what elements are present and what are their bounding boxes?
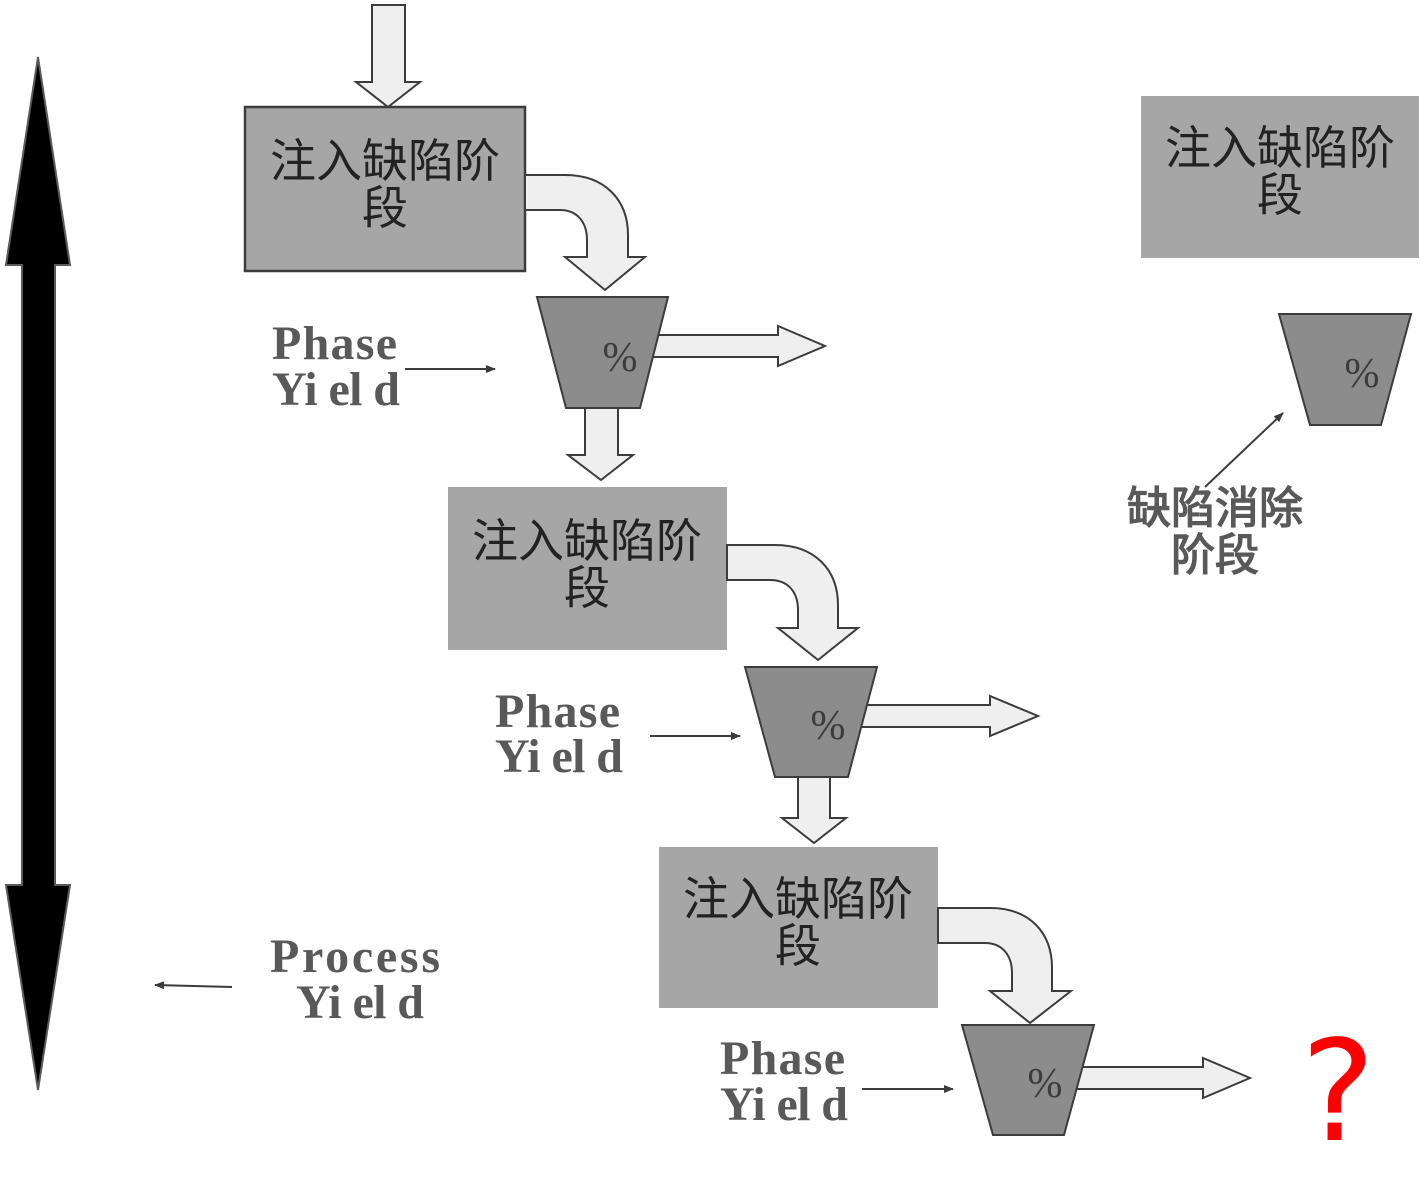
phase-label: Phase [495,685,620,738]
curved-flow-arrow [726,544,861,662]
legend-removal-label-line2: 阶段 [1171,530,1259,581]
yield-percent-symbol: % [811,703,846,749]
removal-funnel [960,1024,1096,1136]
injection-stage-label-line1: 注入缺陷阶 [683,872,913,926]
escape-arrow [644,324,828,368]
injection-stage-label-line1: 注入缺陷阶 [472,514,702,568]
legend-injection-label-line2: 段 [1257,168,1303,222]
down-flow-arrow [565,407,636,482]
input-arrow [353,4,423,109]
legend-removal-pointer [1204,412,1284,488]
process-yield-pointer [154,981,233,990]
injection-stage-label-line2: 段 [775,919,821,973]
stage-1: 注入缺陷阶 段 % Phase Yi el d [243,105,828,482]
double-headed-vertical-arrow [4,56,72,1091]
removal-funnel [535,296,670,409]
legend-removal-funnel [1277,313,1413,426]
injection-stage-label-line2: 段 [564,561,610,615]
removal-funnel [743,666,879,778]
yield-percent-symbol: % [1028,1061,1063,1107]
stage-3: 注入缺陷阶 段 % Phase Yi el d [659,847,1253,1136]
unknown-outcome-question-mark: ? [1301,1011,1375,1174]
stage-2: 注入缺陷阶 段 % Phase Yi el d [448,487,1041,845]
escape-arrow [1067,1056,1253,1100]
injection-stage-label-line2: 段 [362,181,408,235]
legend-injection-label-line1: 注入缺陷阶 [1165,121,1395,175]
process-yield: Process Yi el d [154,930,440,1029]
curved-flow-arrow [524,174,648,292]
down-flow-arrow [779,776,849,845]
process-label: Process [270,930,440,983]
phase-label: Phase [272,317,397,370]
injection-stage-box [659,847,938,1008]
phase-label: Phase [720,1032,845,1085]
legend-removal-label-line1: 缺陷消除 [1127,483,1304,534]
yield-label: Yi el d [720,1078,848,1131]
yield-percent-symbol: % [603,335,638,381]
injection-stage-box [243,105,527,273]
legend: 注入缺陷阶 段 % 缺陷消除 阶段 [1127,96,1419,581]
injection-stage-label-line1: 注入缺陷阶 [270,134,500,188]
escape-arrow [851,694,1041,738]
curved-flow-arrow [937,907,1074,1025]
legend-percent-symbol: % [1345,351,1380,397]
injection-stage-box [448,487,727,650]
process-yield-label: Yi el d [296,976,424,1029]
yield-label: Yi el d [272,363,400,416]
legend-injection-stage-box [1141,96,1419,258]
yield-label: Yi el d [495,730,623,783]
